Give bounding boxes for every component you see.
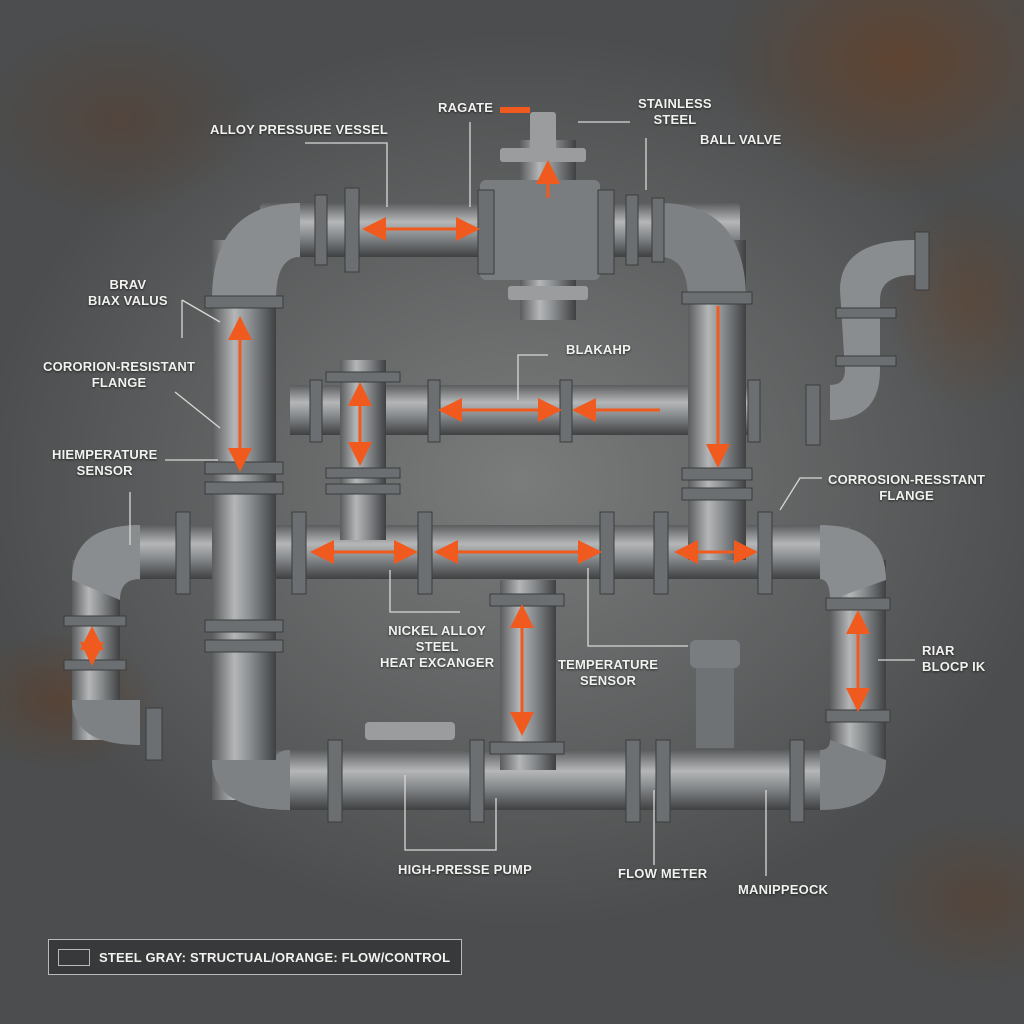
leader-lines (129, 121, 915, 876)
label-temperature-sensor-left: HIEMPERATURE SENSOR (52, 447, 158, 478)
label-temperature-sensor-center: TEMPERATURE SENSOR (558, 657, 659, 688)
label-corrosion-resistant-flange-left: CORORION-RESISTANT FLANGE (43, 359, 196, 390)
flanges (63, 187, 930, 823)
label-ragate: RAGATE (438, 100, 494, 115)
legend: STEEL GRAY: STRUCTUAL/ORANGE: FLOW/CONTR… (48, 939, 462, 975)
label-ball-valve: BALL VALVE (700, 132, 782, 147)
label-alloy-pressure-vessel: ALLOY PRESSURE VESSEL (210, 122, 389, 137)
label-corrosion-resistant-flange-right: CORROSION-RESSTANT FLANGE (828, 472, 986, 503)
label-blakahp: BLAKAHP (566, 342, 631, 357)
label-stainless-steel: STAINLESS STEEL (638, 96, 712, 127)
legend-swatch-icon (58, 948, 90, 966)
label-flow-meter: FLOW METER (618, 866, 708, 881)
label-manifold-block: MANIPPEOCK (738, 882, 829, 897)
flow-arrows (80, 107, 870, 736)
label-brav-biax-valus: BRAV BIAX VALUS (88, 277, 168, 308)
label-high-pressure-pump: HIGH-PRESSE PUMP (398, 862, 532, 877)
label-nickel-alloy-heat-exchanger: NICKEL ALLOY STEEL HEAT EXCANGER (380, 623, 495, 670)
legend-text: STEEL GRAY: STRUCTUAL/ORANGE: FLOW/CONTR… (99, 949, 451, 965)
label-riar-block: RIAR BLOCP IK (922, 643, 986, 674)
